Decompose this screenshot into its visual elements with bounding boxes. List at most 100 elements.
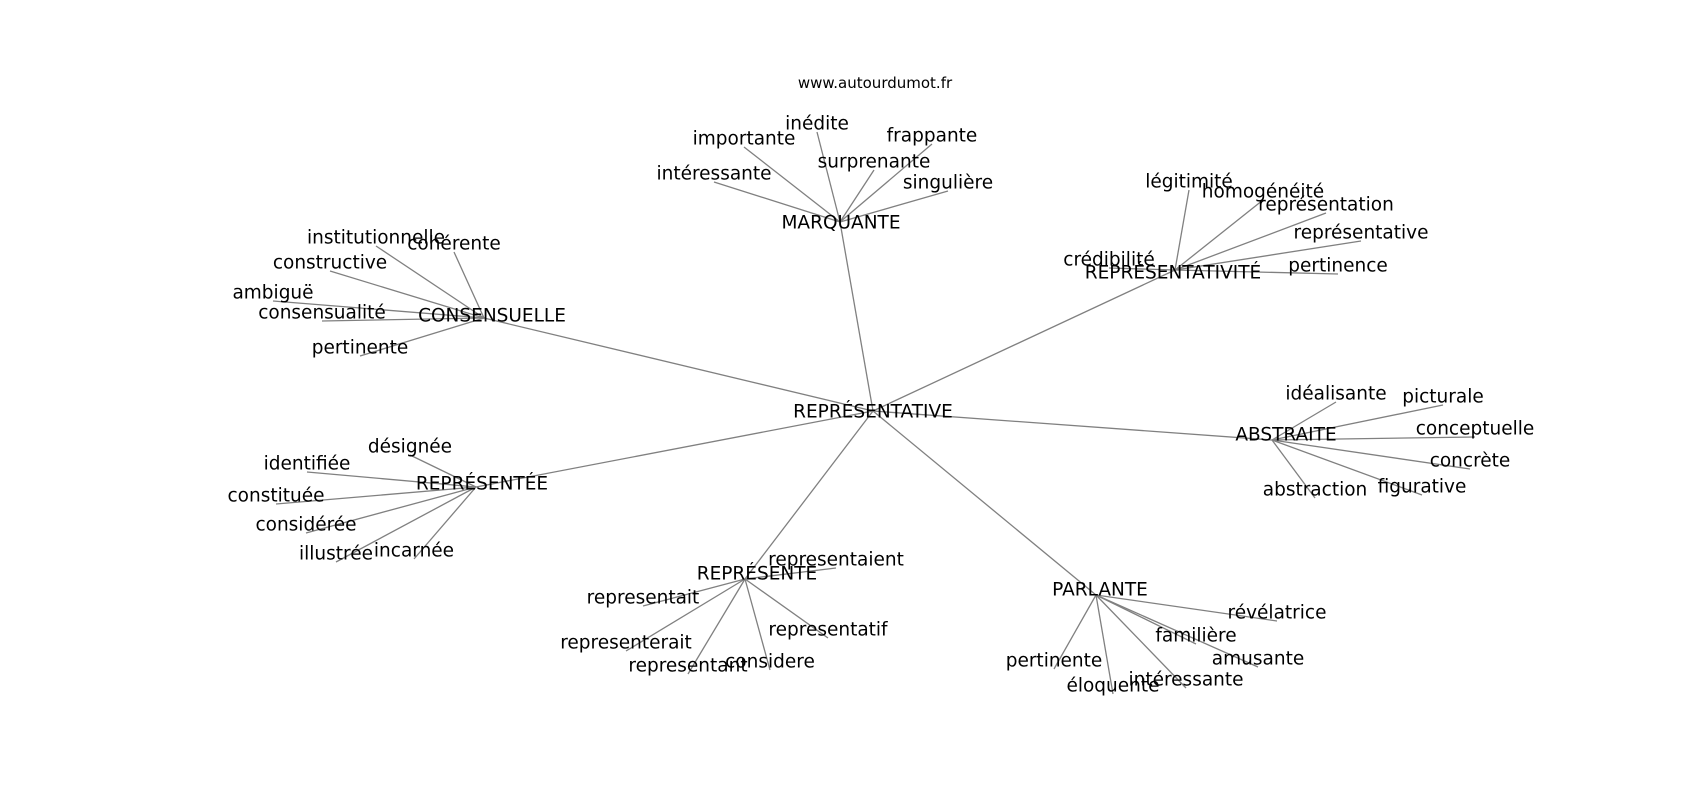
leaf-node-parlante[interactable]: familière (1155, 626, 1236, 647)
edge-marquante-2 (839, 143, 933, 223)
leaf-node-represente[interactable]: representerait (560, 633, 692, 654)
edge-consensuelle-0 (375, 245, 485, 319)
edge-representee-2 (275, 486, 477, 505)
leaf-node-marquante[interactable]: singulière (903, 173, 993, 194)
leaf-node-representee[interactable]: identifiée (264, 454, 351, 475)
watermark: www.autourdumot.fr (797, 74, 953, 92)
edge-abstraite-0 (1271, 401, 1337, 441)
edge-parlante-0 (1095, 594, 1278, 622)
edge-represente-4 (744, 578, 771, 671)
edge-center-parlante (872, 410, 1097, 596)
edge-representativite-2 (1174, 212, 1327, 271)
edge-consensuelle-1 (453, 251, 485, 319)
edge-representee-3 (305, 486, 477, 534)
edge-marquante-4 (713, 181, 841, 223)
edge-center-represente (744, 410, 874, 580)
leaf-node-represente[interactable]: representatif (768, 620, 888, 641)
leaf-node-parlante[interactable]: amusante (1212, 649, 1304, 670)
edge-marquante-5 (839, 190, 949, 223)
edge-marquante-3 (839, 169, 875, 223)
edge-representativite-0 (1174, 189, 1190, 271)
leaf-node-representee[interactable]: constituée (228, 486, 325, 507)
leaf-node-marquante[interactable]: inédite (785, 114, 849, 135)
edge-representee-4 (335, 486, 477, 563)
edge-represente-0 (744, 567, 837, 580)
leaf-node-parlante[interactable]: pertinente (1006, 651, 1103, 672)
edge-representee-5 (413, 486, 477, 560)
edge-consensuelle-2 (329, 270, 485, 319)
hub-node-represente[interactable]: REPRÉSENTE (697, 563, 818, 585)
leaf-node-abstraite[interactable]: picturale (1402, 387, 1484, 408)
edge-representativite-5 (1174, 269, 1339, 275)
leaf-node-representee[interactable]: désignée (368, 437, 452, 458)
leaf-node-consensuelle[interactable]: consensualité (258, 303, 386, 324)
edge-marquante-1 (743, 146, 841, 223)
edge-consensuelle-3 (272, 300, 485, 319)
labels: REPRÉSENTATIVE MARQUANTE inéditeimportante… (228, 114, 1535, 697)
leaf-node-abstraite[interactable]: figurative (1378, 477, 1467, 498)
edge-abstraite-3 (1271, 439, 1471, 470)
leaf-node-represente[interactable]: representait (587, 588, 700, 609)
edge-abstraite-1 (1271, 404, 1444, 441)
leaf-node-representativite[interactable]: homogénéité (1202, 182, 1324, 203)
leaf-node-representee[interactable]: considérée (255, 515, 356, 536)
edge-represente-5 (744, 578, 829, 639)
edge-center-marquante (839, 221, 874, 412)
edge-center-representee (475, 410, 874, 488)
edge-center-abstraite (872, 410, 1273, 441)
edge-parlante-4 (1095, 594, 1187, 689)
leaf-node-represente[interactable]: representaient (768, 550, 904, 571)
leaf-node-marquante[interactable]: surprenante (818, 152, 931, 173)
edge-abstraite-5 (1271, 439, 1423, 496)
hub-node-representativite[interactable]: REPRÉSENTATIVITÉ (1085, 262, 1261, 284)
leaf-node-represente[interactable]: representant (628, 656, 747, 677)
leaf-node-consensuelle[interactable]: constructive (273, 253, 387, 274)
edge-parlante-5 (1095, 594, 1114, 695)
edge-parlante-1 (1095, 594, 1197, 645)
leaf-node-representee[interactable]: illustrée (299, 544, 373, 565)
edge-representee-1 (306, 471, 477, 488)
hub-node-abstraite[interactable]: ABSTRAITE (1235, 425, 1336, 446)
leaf-node-abstraite[interactable]: conceptuelle (1416, 419, 1535, 440)
leaf-node-representee[interactable]: incarnée (374, 541, 454, 562)
leaf-node-representativite[interactable]: légitimité (1145, 172, 1233, 193)
leaf-node-consensuelle[interactable]: institutionnelle (307, 228, 445, 249)
leaf-node-representativite[interactable]: représentation (1258, 195, 1394, 216)
edge-abstraite-2 (1271, 436, 1476, 441)
edge-marquante-0 (816, 131, 841, 223)
leaf-node-representativite[interactable]: pertinence (1288, 256, 1388, 277)
edge-consensuelle-5 (359, 317, 485, 357)
center-node-label[interactable]: REPRÉSENTATIVE (793, 401, 953, 423)
hub-node-marquante[interactable]: MARQUANTE (781, 213, 900, 234)
leaf-node-parlante[interactable]: éloquente (1066, 676, 1159, 697)
hub-node-parlante[interactable]: PARLANTE (1052, 580, 1148, 601)
edge-center-consensuelle (483, 317, 874, 412)
edge-representee-0 (409, 454, 477, 488)
edge-representativite-1 (1174, 199, 1264, 271)
leaf-node-represente[interactable]: considere (725, 652, 815, 673)
leaf-node-abstraite[interactable]: idéalisante (1285, 384, 1386, 405)
leaf-node-marquante[interactable]: importante (693, 129, 796, 150)
edge-represente-3 (687, 578, 746, 675)
hub-node-consensuelle[interactable]: CONSENSUELLE (418, 306, 566, 327)
edge-center-representativite (872, 269, 1176, 412)
edges (272, 131, 1476, 695)
leaf-node-parlante[interactable]: révélatrice (1228, 603, 1327, 624)
leaf-node-parlante[interactable]: intéressante (1128, 670, 1243, 691)
leaf-node-consensuelle[interactable]: cohérente (407, 234, 501, 255)
hub-node-representee[interactable]: REPRÉSENTÉE (416, 473, 548, 495)
edge-parlante-3 (1053, 594, 1097, 670)
leaf-node-representativite[interactable]: crédibilité (1063, 250, 1154, 271)
leaf-node-abstraite[interactable]: abstraction (1263, 480, 1368, 501)
edge-abstraite-4 (1271, 439, 1316, 499)
edge-parlante-2 (1095, 594, 1259, 668)
leaf-node-consensuelle[interactable]: ambiguë (232, 283, 313, 304)
leaf-node-representativite[interactable]: représentative (1294, 223, 1429, 244)
leaf-node-consensuelle[interactable]: pertinente (312, 338, 409, 359)
leaf-node-marquante[interactable]: frappante (887, 126, 978, 147)
leaf-node-abstraite[interactable]: concrète (1430, 451, 1511, 472)
edge-representativite-4 (1108, 267, 1176, 271)
edge-represente-2 (625, 578, 746, 652)
leaf-node-marquante[interactable]: intéressante (656, 164, 771, 185)
